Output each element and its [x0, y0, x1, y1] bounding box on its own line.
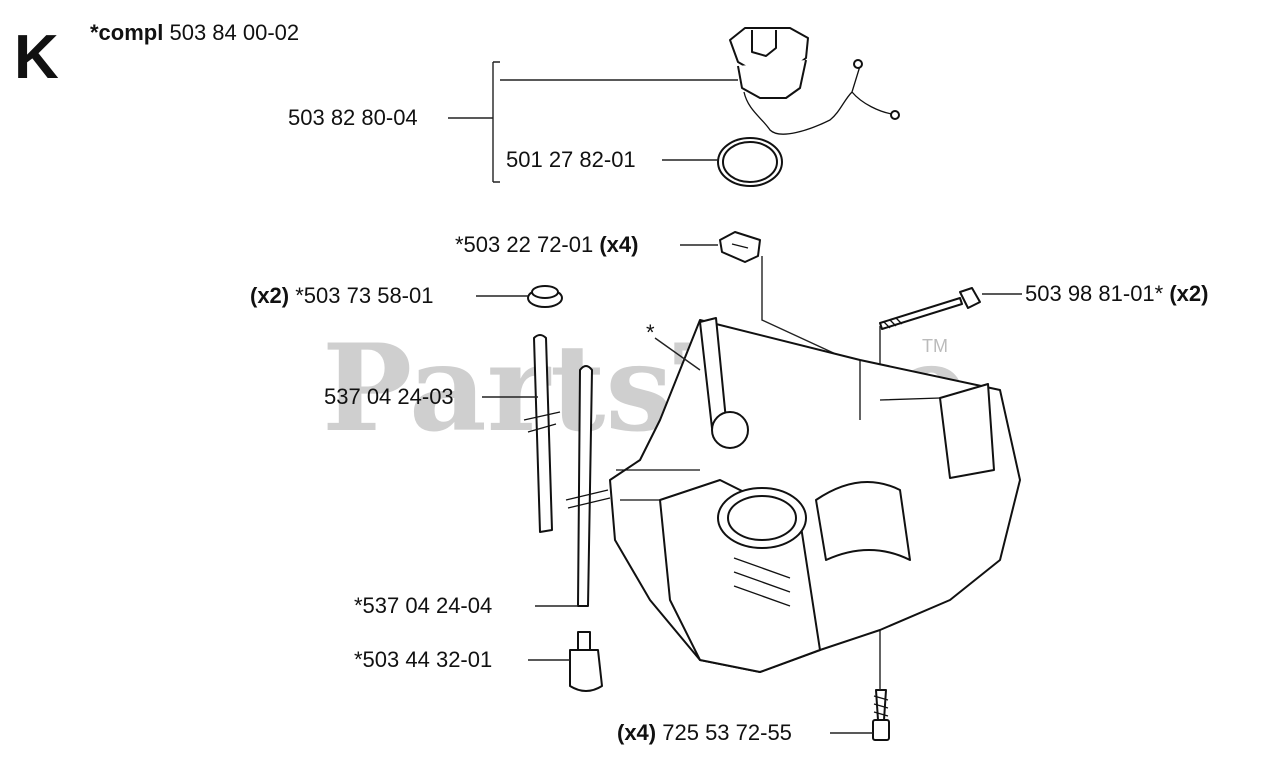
section-letter: K	[14, 23, 59, 92]
crankcase-icon	[609, 317, 1021, 673]
screw-icon	[872, 689, 890, 741]
compl-number: 503 84 00-02	[169, 20, 299, 45]
label-503-73-58-01: (x2) *503 73 58-01	[250, 283, 433, 308]
label-asterisk: *	[646, 320, 655, 345]
compl-prefix: *compl	[90, 20, 163, 45]
label-725-53-72-55: (x4) 725 53 72-55	[617, 720, 792, 745]
fuel-cap-icon	[729, 27, 900, 135]
label-503-22-72-01: *503 22 72-01 (x4)	[455, 232, 638, 257]
watermark-tm: TM	[922, 336, 948, 356]
label-503-98-81-01: 503 98 81-01* (x2)	[1025, 281, 1208, 306]
fuel-filter-icon	[569, 631, 603, 692]
label-503-44-32-01: *503 44 32-01	[354, 647, 492, 672]
label-537-04-24-04: *537 04 24-04	[354, 593, 492, 618]
fuel-hose-icon	[523, 334, 611, 607]
bolt-icon	[879, 287, 981, 330]
label-503-82-80-04: 503 82 80-04	[288, 105, 418, 130]
clip-nut-icon	[719, 231, 761, 263]
o-ring-icon	[717, 137, 783, 187]
label-537-04-24-03: 537 04 24-03	[324, 384, 454, 409]
label-501-27-82-01: 501 27 82-01	[506, 147, 636, 172]
grommet-icon	[527, 285, 563, 308]
compl-label: *compl 503 84 00-02	[90, 20, 299, 45]
